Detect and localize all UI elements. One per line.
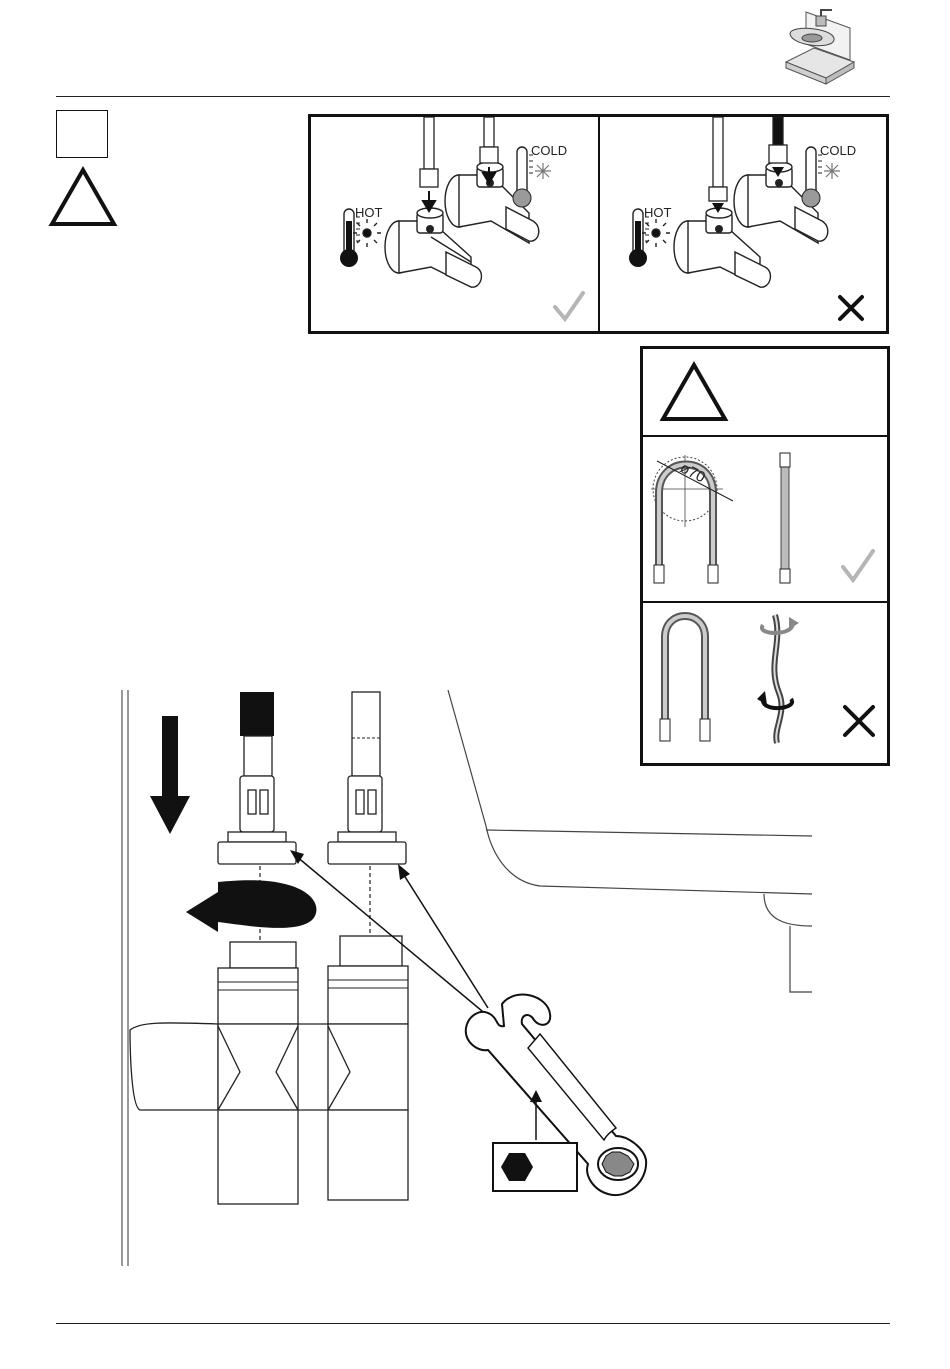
hose-end [780,453,790,467]
push-down-arrow-icon [150,716,190,834]
cold-hose-nut [769,145,787,163]
hose-end [708,565,718,583]
snowflake-icon [824,163,840,179]
cold-hose [773,117,783,145]
hose-end [780,569,790,583]
right-angle-valve [328,936,408,1200]
correct-bend-figure: ø70 [643,437,887,599]
cold-valve-outlet [775,179,783,187]
warning-triangle-icon [48,166,118,228]
sun-icon [353,219,381,247]
wall-line [122,690,128,1266]
cold-thermometer-icon [802,147,822,207]
waste-outlet [764,894,812,992]
correct-connection-figure: HOT COLD [311,117,598,331]
hot-hose [424,117,434,169]
incorrect-connection-figure: HOT COLD [600,117,886,331]
hot-hose [244,736,272,776]
basin-outline [448,690,812,894]
diameter-label: ø70 [677,459,708,486]
straight-hose [781,465,789,575]
hot-valve-outlet [715,225,723,233]
cold-hose [484,117,494,147]
product-thumbnail-icon [776,2,862,88]
snowflake-icon [535,163,551,179]
cold-hose-nut [480,147,498,163]
step-number-box [56,110,108,158]
hose-connection-illustration [100,686,820,1286]
check-mark-icon [843,551,873,580]
hot-label: HOT [355,205,383,220]
sun-icon [642,219,670,247]
warning-triangle-icon [659,361,729,423]
hot-valve-outlet [426,225,434,233]
cold-label: COLD [820,143,856,158]
hot-label: HOT [644,205,672,220]
header-rule [56,96,890,97]
hexagon-icon [500,1152,534,1182]
x-mark-icon [845,707,873,735]
hot-hose-nut [709,187,727,201]
cold-hose [352,692,380,776]
cold-thermometer-icon [513,147,533,207]
hot-hose-fitting [218,776,296,864]
hose-end [654,565,664,583]
footer-rule [56,1323,890,1324]
hot-hose-nut [420,169,438,187]
x-mark-icon [840,297,862,319]
hot-hose-sleeve [240,692,274,736]
cold-label: COLD [531,143,567,158]
left-angle-valve [218,942,298,1204]
hex-size-callout [492,1142,578,1192]
hot-hose [713,117,723,187]
supply-pipe [130,1023,218,1110]
check-mark-icon [555,293,583,319]
hot-cold-connection-panel: HOT COLD [308,114,889,334]
cold-hose-fitting [328,776,406,864]
tighten-rotation-arrow-icon [186,880,316,932]
